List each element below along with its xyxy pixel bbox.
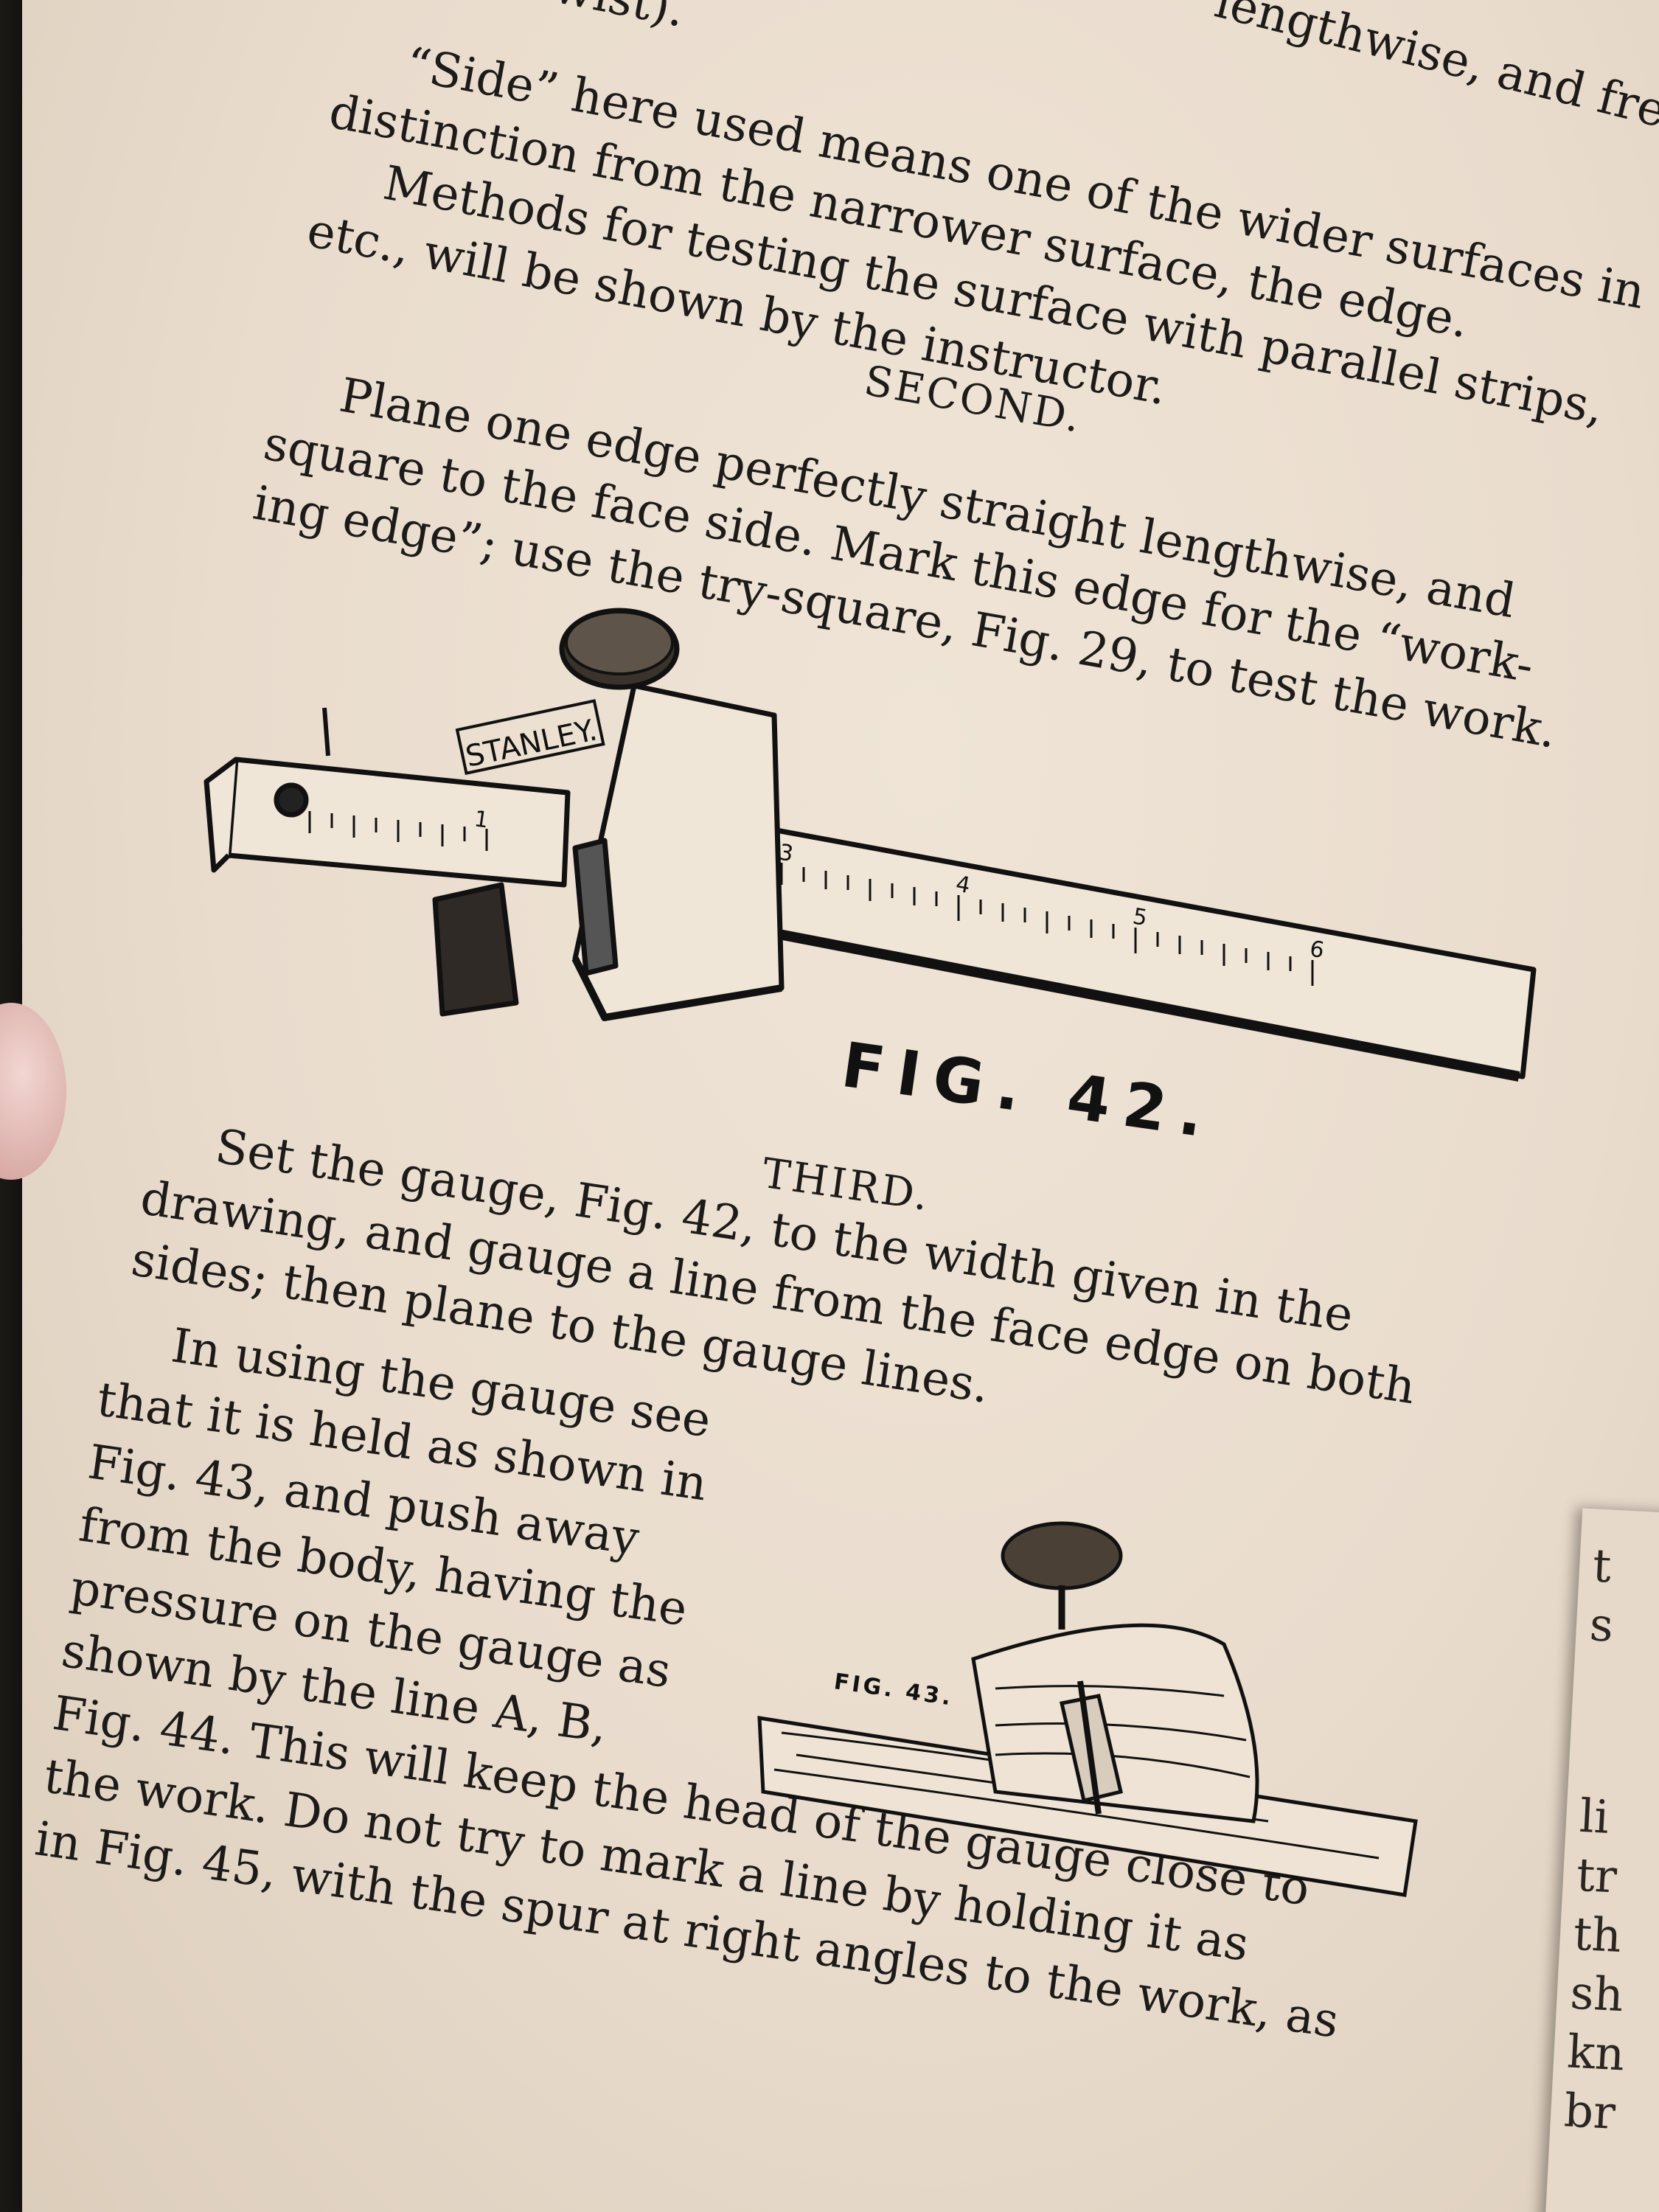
brand-stamp: STANLEY.	[463, 713, 600, 774]
ruler-ticks	[308, 811, 1314, 986]
facing-page-fragment: sh	[1569, 1965, 1625, 2023]
facing-page-fragment: s	[1588, 1597, 1615, 1652]
facing-page-fragment: li	[1578, 1788, 1611, 1844]
thumbscrew-icon	[1001, 1521, 1123, 1590]
gauge-head-block	[971, 1623, 1259, 1823]
screw-icon	[274, 782, 309, 818]
facing-page-fragment: t	[1591, 1538, 1613, 1593]
facing-page-fragment: kn	[1565, 2024, 1627, 2081]
ruler-number: 1	[473, 806, 490, 833]
gauge-wedge	[572, 838, 619, 976]
facing-page-fragment: br	[1562, 2083, 1617, 2140]
facing-page-fragment: th	[1572, 1906, 1623, 1963]
fig-42-marking-gauge: 1 3 4 5 6 STANLEY.	[204, 608, 1537, 1082]
fig-43-gauge-in-use: FIG. 43.	[757, 1521, 1418, 1897]
fig-43-caption: FIG. 43.	[832, 1669, 956, 1711]
facing-page-fragment: tr	[1575, 1847, 1618, 1904]
